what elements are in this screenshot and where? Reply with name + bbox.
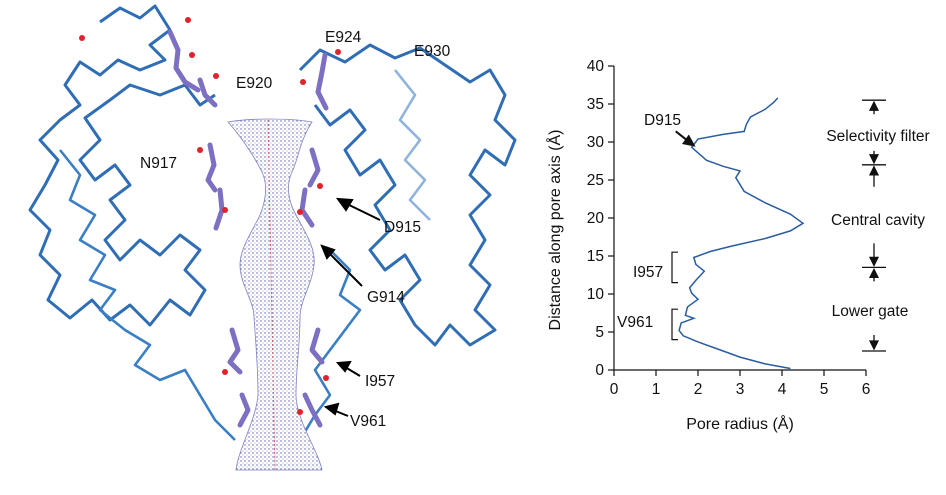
annotation-d915-arrow	[675, 130, 696, 147]
residue-label-e930: E930	[414, 43, 451, 60]
residue-label-e920: E920	[236, 75, 273, 92]
y-tick-label: 35	[587, 96, 604, 113]
side-chain-sticks	[167, 29, 329, 428]
annotation-i957: I957	[633, 264, 663, 281]
backbone-trace-right	[298, 43, 517, 347]
y-axis-title: Distance along pore axis (Å)	[545, 130, 564, 331]
region-label-selectivity-filter: Selectivity filter	[826, 128, 929, 145]
x-tick-label: 6	[862, 381, 871, 398]
region-markers	[862, 99, 886, 352]
x-tick-label: 0	[610, 381, 619, 398]
backbone-trace-right-lower	[298, 249, 362, 441]
backbone-trace-right-faded	[393, 69, 431, 221]
y-tick-label: 15	[587, 248, 604, 265]
residue-label-g914: G914	[367, 289, 405, 306]
y-tick-label: 5	[595, 324, 604, 341]
oxygen-atoms	[79, 17, 341, 415]
x-tick-label: 1	[652, 381, 661, 398]
residue-label-i957-structure: I957	[365, 373, 395, 390]
pore-radius-profile-line	[678, 97, 805, 370]
residue-label-e924: E924	[325, 29, 362, 46]
residue-label-n917: N917	[140, 155, 177, 172]
residue-label-v961-structure: V961	[350, 413, 386, 430]
y-tick-label: 10	[587, 286, 605, 303]
pore-surface-mesh	[227, 118, 323, 471]
region-label-lower-gate: Lower gate	[832, 303, 909, 320]
x-tick-label: 3	[736, 381, 745, 398]
residue-pointer-arrows	[320, 197, 381, 417]
y-tick-label: 20	[587, 210, 605, 227]
region-label-central-cavity: Central cavity	[831, 212, 925, 229]
x-axis-title: Pore radius (Å)	[686, 414, 794, 433]
backbone-trace-left	[28, 4, 216, 327]
channel-structure-panel: E924 E930 E920 N917 D915 G914 I957 V961	[28, 4, 517, 471]
annotation-v961: V961	[617, 314, 653, 331]
y-tick-label: 0	[595, 362, 604, 379]
annotation-v961-bracket	[671, 308, 678, 341]
residue-label-d915-structure: D915	[384, 219, 421, 236]
x-tick-label: 4	[778, 381, 787, 398]
axis-ticks: 0 1 2 3 4 5 6 0 5 10 15 20 25 30 35 40	[587, 58, 871, 398]
annotation-d915: D915	[644, 112, 681, 129]
y-tick-label: 25	[587, 172, 604, 189]
backbone-trace-left-inner	[58, 149, 236, 441]
annotation-i957-bracket	[671, 251, 678, 284]
x-tick-label: 2	[694, 381, 703, 398]
x-tick-label: 5	[820, 381, 829, 398]
y-tick-label: 30	[587, 134, 605, 151]
y-tick-label: 40	[587, 58, 605, 75]
